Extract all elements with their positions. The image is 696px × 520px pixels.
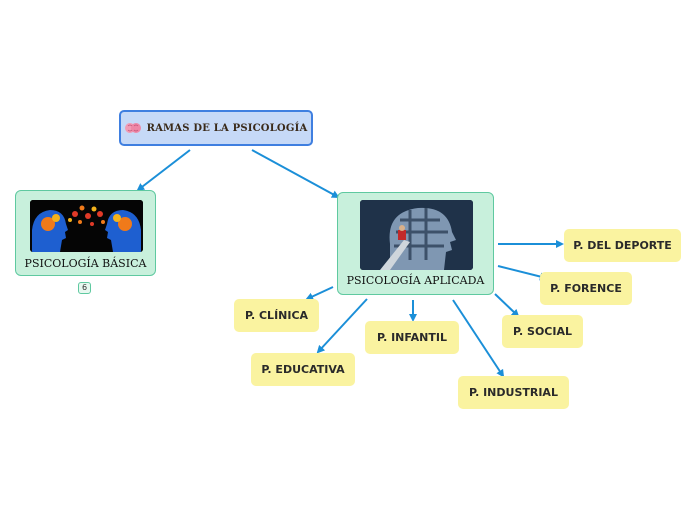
root-topic[interactable]: RAMAS DE LA PSICOLOGÍA [119, 110, 313, 146]
connector-industrial [452, 299, 505, 378]
leaf-p-forence[interactable]: P. FORENCE [540, 272, 632, 305]
leaf-p-educativa[interactable]: P. EDUCATIVA [251, 353, 355, 386]
leaf-p-social[interactable]: P. SOCIAL [502, 315, 583, 348]
leaf-p-del-deporte[interactable]: P. DEL DEPORTE [564, 229, 681, 262]
heads-gears-image [30, 200, 143, 252]
topic-psicologia-aplicada[interactable]: PSICOLOGÍA APLICADA [337, 192, 494, 295]
collapsed-count-badge[interactable]: 6 [78, 282, 91, 294]
connector-educativa [316, 298, 368, 354]
connector-root-aplicada [251, 149, 340, 198]
connector-clinica [305, 286, 334, 301]
leaf-p-clinica[interactable]: P. CLÍNICA [234, 299, 319, 332]
connector-root-basica [136, 149, 191, 192]
connector-social [494, 293, 520, 318]
psicologia-basica-label: PSICOLOGÍA BÁSICA [24, 257, 147, 270]
leaf-p-industrial[interactable]: P. INDUSTRIAL [458, 376, 569, 409]
brain-icon [124, 123, 141, 133]
root-label: RAMAS DE LA PSICOLOGÍA [146, 122, 308, 134]
psicologia-aplicada-label: PSICOLOGÍA APLICADA [346, 274, 485, 287]
leaf-p-infantil[interactable]: P. INFANTIL [365, 321, 459, 354]
topic-psicologia-basica[interactable]: PSICOLOGÍA BÁSICA [15, 190, 156, 276]
connector-forence [497, 265, 548, 281]
head-maze-image [360, 200, 473, 270]
